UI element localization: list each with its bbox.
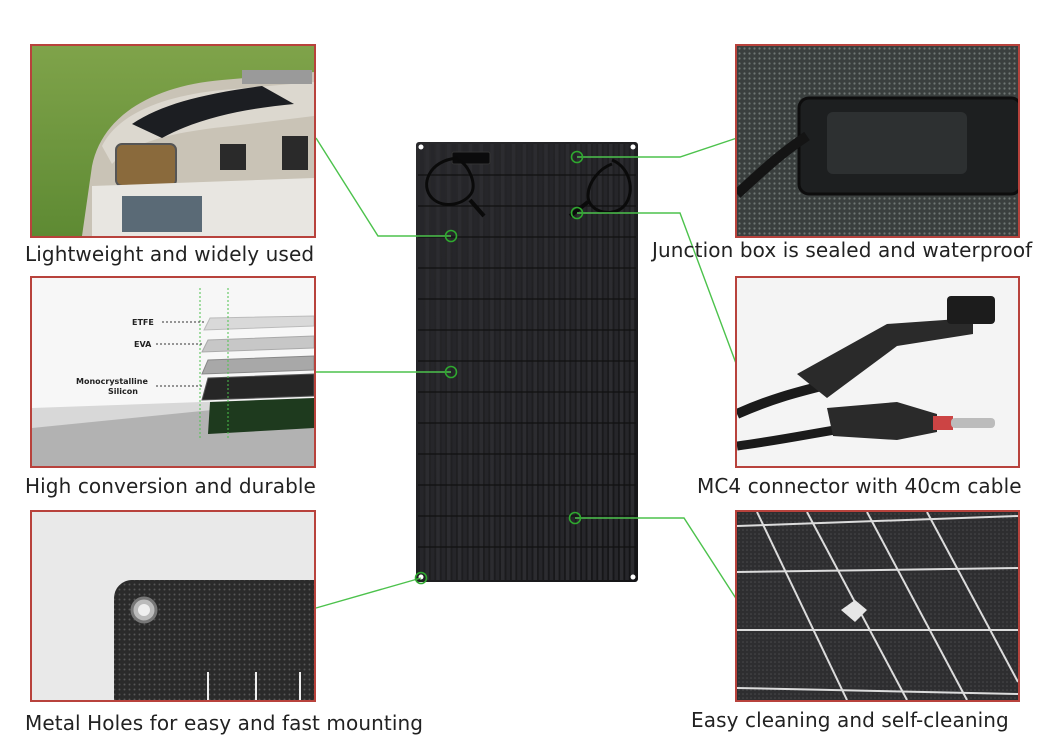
cleaning-caption: Easy cleaning and self-cleaning [691, 708, 1009, 732]
holes-image [30, 510, 316, 702]
mc4-connector-photo [737, 278, 1018, 466]
cell-surface-closeup [737, 512, 1018, 700]
junction-box-closeup [737, 46, 1018, 236]
mono-label-1: Monocrystalline [76, 377, 148, 386]
solar-panel-illustration [416, 142, 638, 582]
conversion-caption: High conversion and durable [25, 474, 316, 498]
eva-label: EVA [134, 340, 152, 349]
etfe-label: ETFE [132, 318, 154, 327]
cleaning-image [735, 510, 1020, 702]
lightweight-caption: Lightweight and widely used [25, 242, 315, 266]
camper-van-illustration [32, 46, 314, 236]
holes-caption: Metal Holes for easy and fast mounting [25, 711, 424, 735]
mono-label-2: Silicon [108, 387, 138, 396]
panel-layers-diagram: ETFE EVA Monocrystalline Silicon [32, 278, 314, 466]
junction-caption: Junction box is sealed and waterproof [652, 238, 1033, 262]
mc4-caption: MC4 connector with 40cm cable [697, 474, 1022, 498]
mc4-image [735, 276, 1020, 468]
metal-hole-closeup [32, 512, 314, 700]
junction-image [735, 44, 1020, 238]
conversion-image: ETFE EVA Monocrystalline Silicon [30, 276, 316, 468]
lightweight-image [30, 44, 316, 238]
